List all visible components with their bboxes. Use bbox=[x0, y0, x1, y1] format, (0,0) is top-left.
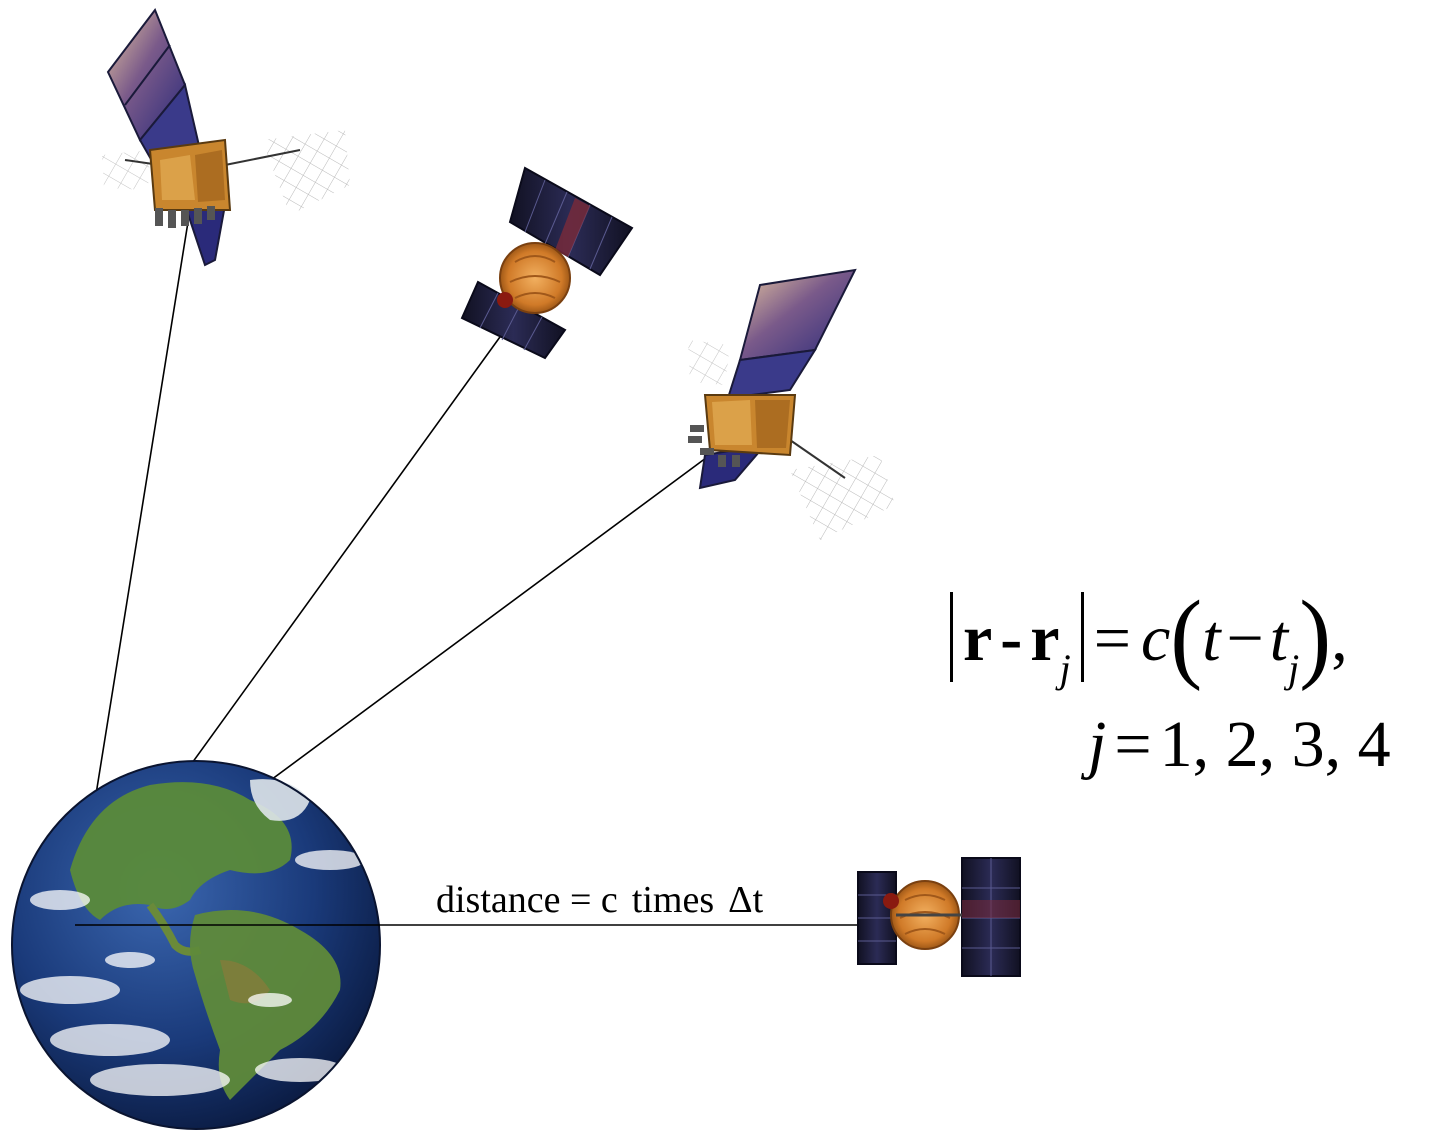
abs-bar-right bbox=[1080, 592, 1084, 682]
gps-satellite-icon bbox=[102, 7, 350, 267]
distance-delta-text: Δt bbox=[728, 879, 764, 921]
eq2-equals: = bbox=[1114, 708, 1152, 781]
eq-sub-j: j bbox=[1059, 646, 1071, 691]
eq-minus: − bbox=[1226, 602, 1264, 675]
abs-bar-left bbox=[950, 592, 953, 682]
equation-line-1: r-rj=c(t−tj), bbox=[940, 580, 1348, 689]
eq-c: c bbox=[1140, 602, 1171, 675]
eq-minus-bold: - bbox=[1000, 602, 1023, 675]
earth-globe-icon bbox=[11, 760, 381, 1130]
eq-r: r bbox=[963, 602, 993, 675]
eq-rparen: ) bbox=[1299, 579, 1332, 692]
eq-equals: = bbox=[1093, 602, 1131, 675]
eq-sub-j2: j bbox=[1288, 646, 1300, 691]
distance-main-text: distance = c bbox=[436, 879, 618, 921]
galileo-satellite-icon bbox=[460, 166, 634, 360]
eq-lparen: ( bbox=[1170, 579, 1203, 692]
equation-line-2: j=1, 2, 3, 4 bbox=[1088, 712, 1391, 778]
galileo-satellite-icon bbox=[857, 857, 1021, 977]
eq2-values: 1, 2, 3, 4 bbox=[1159, 708, 1391, 781]
eq-comma: , bbox=[1331, 602, 1348, 675]
eq-t-j: t bbox=[1269, 602, 1289, 675]
eq2-j: j bbox=[1088, 708, 1107, 781]
distance-times-text: times bbox=[631, 879, 715, 921]
eq-t: t bbox=[1202, 602, 1221, 675]
distance-label: distance = c times Δt bbox=[436, 878, 763, 922]
eq-r-j: r bbox=[1030, 602, 1060, 675]
gps-satellite-icon bbox=[688, 268, 895, 540]
